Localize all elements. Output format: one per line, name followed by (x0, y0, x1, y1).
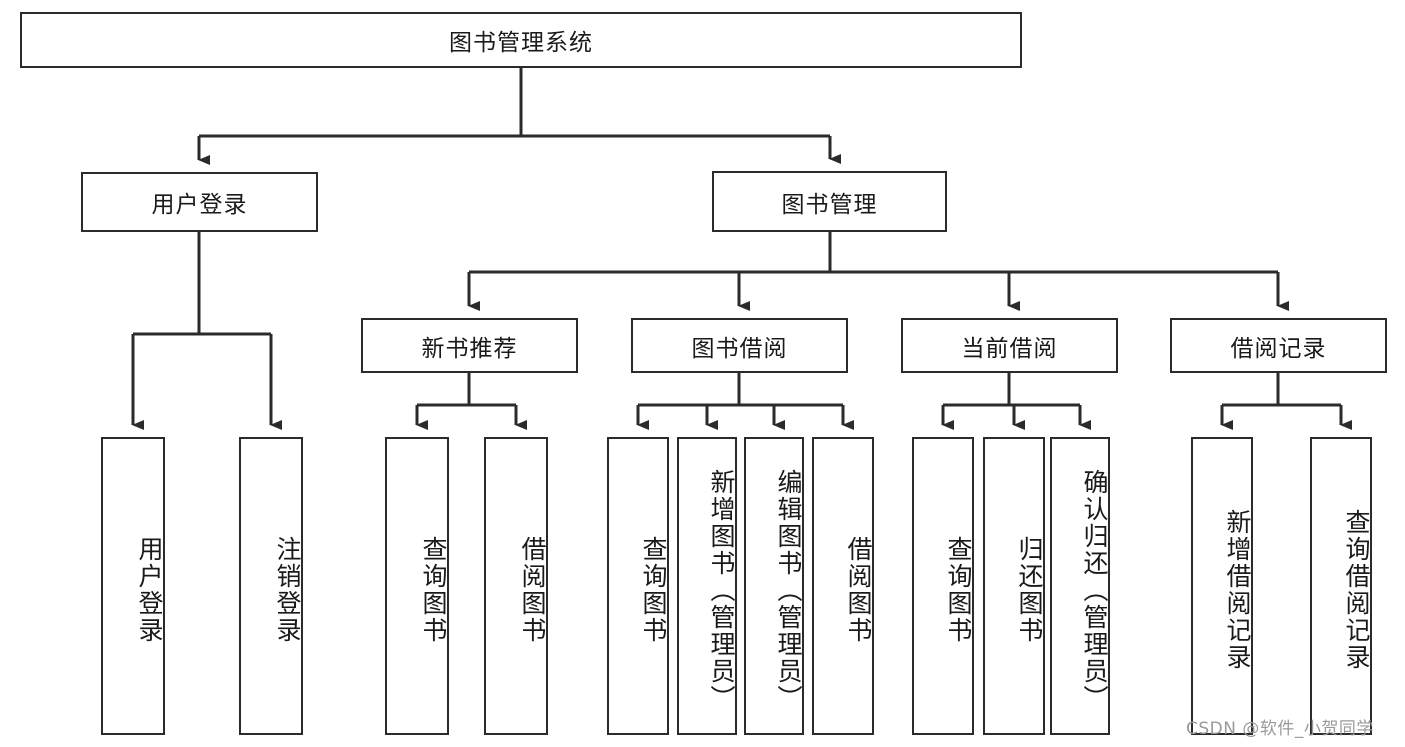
node-new-book-recommend[interactable]: 新书推荐 (361, 318, 578, 373)
node-current-borrow-label: 当前借阅 (961, 335, 1058, 362)
node-leaf-query-borrow-record-label: 查询借阅记录 (1342, 509, 1371, 671)
node-root-label: 图书管理系统 (449, 30, 593, 56)
node-new-book-recommend-label: 新书推荐 (421, 335, 518, 362)
node-leaf-edit-book-admin[interactable]: 编辑图书（管理员） (744, 437, 804, 735)
node-leaf-user-login[interactable]: 用户登录 (101, 437, 165, 735)
node-leaf-add-book-admin-label: 新增图书（管理员） (707, 468, 736, 712)
node-leaf-borrow-book-label: 借阅图书 (844, 536, 873, 644)
node-leaf-add-borrow-record-label: 新增借阅记录 (1223, 509, 1252, 671)
node-leaf-query-book-borrow[interactable]: 查询图书 (607, 437, 669, 735)
node-leaf-query-borrow-record[interactable]: 查询借阅记录 (1310, 437, 1372, 735)
node-leaf-confirm-return-admin-label: 确认归还（管理员） (1080, 468, 1109, 712)
node-borrow-record[interactable]: 借阅记录 (1170, 318, 1387, 373)
node-user-login-label: 用户登录 (151, 192, 248, 218)
node-user-login[interactable]: 用户登录 (81, 172, 318, 232)
node-leaf-query-book-current-label: 查询图书 (944, 536, 973, 644)
csdn-watermark: CSDN @软件_小贺同学 (1186, 719, 1374, 739)
node-leaf-borrow-book-recommend[interactable]: 借阅图书 (484, 437, 548, 735)
node-leaf-add-borrow-record[interactable]: 新增借阅记录 (1191, 437, 1253, 735)
node-book-manage-label: 图书管理 (781, 191, 878, 218)
node-book-borrow-label: 图书借阅 (691, 335, 788, 362)
node-leaf-logout-login[interactable]: 注销登录 (239, 437, 303, 735)
node-leaf-borrow-book-recommend-label: 借阅图书 (518, 536, 547, 644)
node-leaf-return-book-label: 归还图书 (1015, 536, 1044, 644)
node-book-borrow[interactable]: 图书借阅 (631, 318, 848, 373)
node-leaf-query-book-recommend-label: 查询图书 (419, 536, 448, 644)
node-leaf-add-book-admin[interactable]: 新增图书（管理员） (677, 437, 737, 735)
node-leaf-query-book-borrow-label: 查询图书 (639, 536, 668, 644)
node-leaf-query-book-current[interactable]: 查询图书 (912, 437, 974, 735)
node-leaf-confirm-return-admin[interactable]: 确认归还（管理员） (1050, 437, 1110, 735)
node-root-system[interactable]: 图书管理系统 (20, 12, 1022, 68)
node-leaf-return-book[interactable]: 归还图书 (983, 437, 1045, 735)
node-leaf-edit-book-admin-label: 编辑图书（管理员） (774, 468, 803, 712)
node-book-manage[interactable]: 图书管理 (712, 171, 947, 232)
node-leaf-borrow-book[interactable]: 借阅图书 (812, 437, 874, 735)
node-current-borrow[interactable]: 当前借阅 (901, 318, 1118, 373)
node-leaf-query-book-recommend[interactable]: 查询图书 (385, 437, 449, 735)
node-leaf-user-login-label: 用户登录 (135, 536, 164, 644)
node-borrow-record-label: 借阅记录 (1230, 335, 1327, 362)
node-leaf-logout-login-label: 注销登录 (273, 536, 302, 644)
